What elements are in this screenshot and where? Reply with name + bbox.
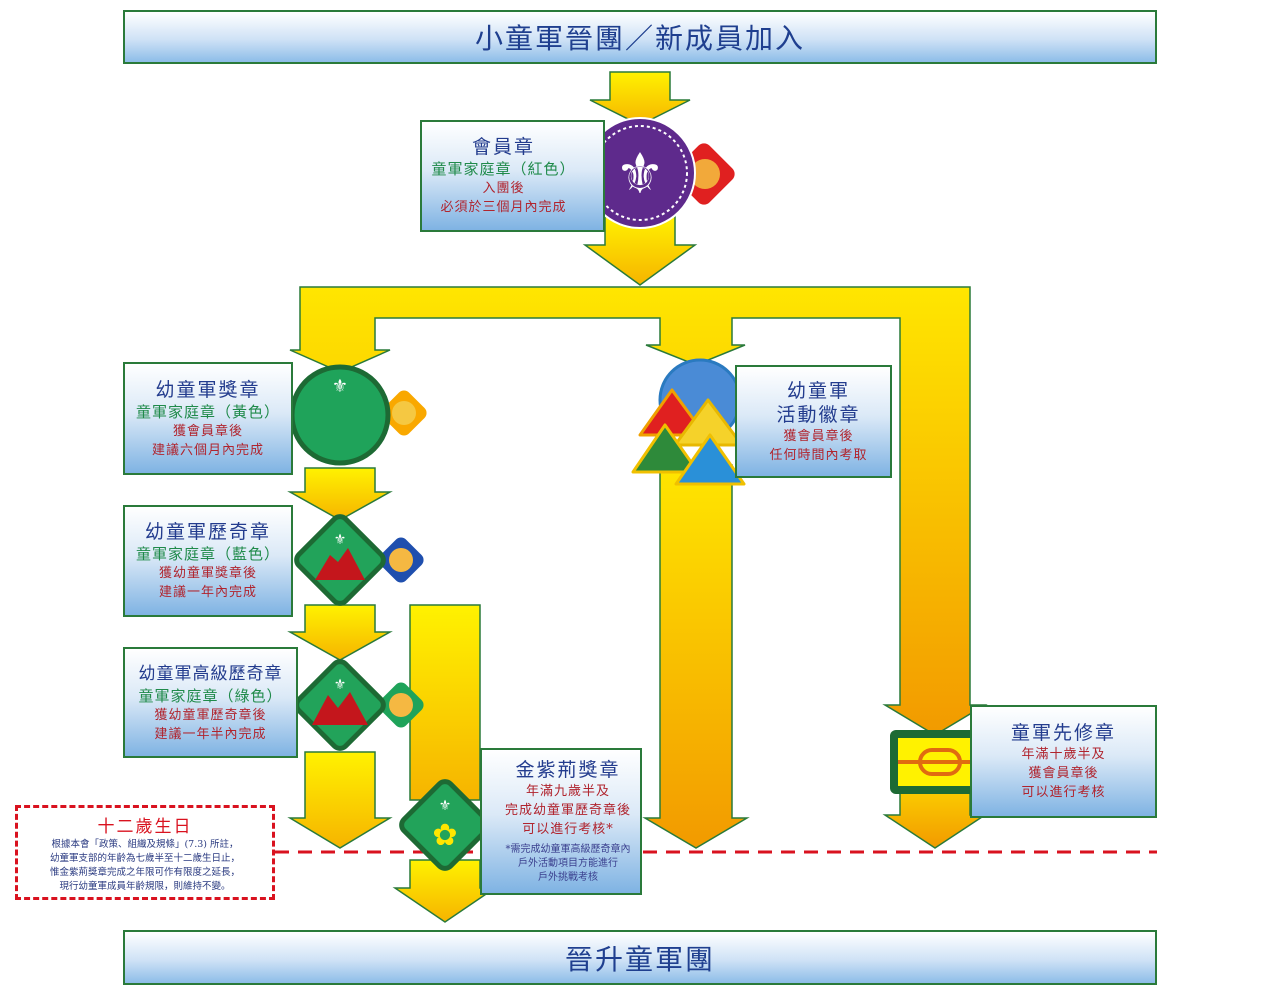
node-title: 幼童軍歷奇章	[144, 521, 271, 543]
arrow-adventure-to-senior	[287, 604, 393, 661]
node-gold-bauhinia: 金紫荊獎章 年滿九歲半及 完成幼童軍歷奇章後 可以進行考核* *需完成幼童軍高級…	[480, 748, 642, 895]
arrow-activity-down	[642, 464, 750, 849]
node-line: 年滿九歲半及	[525, 784, 610, 799]
node-title: 幼童軍高級歷奇章	[138, 663, 283, 684]
node-line: 獲幼童軍獎章後	[158, 566, 257, 581]
family-badge-green-icon	[378, 682, 424, 728]
arrow-join-to-membership	[589, 71, 691, 126]
node-line: 建議一年半內完成	[154, 726, 267, 742]
node-activity-badges: 幼童軍 活動徽章 獲會員章後 任何時間內考取	[735, 365, 892, 478]
node-line: 獲會員章後	[783, 428, 854, 444]
node-family: 童軍家庭章（藍色）	[135, 545, 280, 563]
svg-text:✿: ✿	[432, 818, 457, 853]
node-title: 金紫荊獎章	[515, 759, 621, 781]
node-scout-pre: 童軍先修章 年滿十歲半及 獲會員章後 可以進行考核	[970, 705, 1157, 818]
node-cub-award: 幼童軍獎章 童軍家庭章（黃色） 獲會員章後 建議六個月內完成	[123, 362, 293, 475]
cub-senior-adventure-badge-icon: ⚜	[294, 659, 386, 751]
node-line: 獲幼童軍歷奇章後	[154, 707, 267, 723]
node-line: 入團後	[482, 181, 525, 196]
birthday-note-title: 十二歲生日	[97, 817, 193, 837]
node-title: 幼童軍獎章	[155, 378, 261, 401]
membership-badge-icon: ⚜	[584, 117, 696, 229]
svg-text:⚜: ⚜	[332, 376, 348, 397]
node-title: 活動徽章	[776, 403, 861, 426]
node-membership: 會員章 童軍家庭章（紅色） 入團後 必須於三個月內完成	[420, 120, 605, 232]
header-title: 小童軍晉團／新成員加入	[474, 22, 805, 55]
node-line: 獲會員章後	[172, 423, 243, 439]
node-title: 童軍先修章	[1010, 722, 1116, 744]
node-line: 完成幼童軍歷奇章後	[504, 803, 631, 818]
arrow-award-to-adventure	[287, 467, 393, 521]
birthday-note-line: 根據本會「政策、組織及規條」(7.3) 所註，	[51, 839, 239, 850]
footer-title: 晉升童軍團	[564, 942, 715, 976]
node-note: 戶外活動項目方能進行	[518, 858, 618, 869]
arrow-senior-down	[287, 751, 393, 849]
family-badge-yellow-icon	[381, 390, 427, 436]
node-family: 童軍家庭章（黃色）	[135, 402, 280, 421]
node-family: 童軍家庭章（綠色）	[138, 686, 283, 705]
cub-adventure-badge-icon: ⚜	[294, 514, 386, 606]
activity-badges-icon	[631, 358, 746, 486]
birthday-note-line: 現行幼童軍成員年齡規限，則維持不變。	[59, 881, 231, 892]
footer-banner: 晉升童軍團	[123, 930, 1157, 985]
node-line: 可以進行考核	[1021, 785, 1106, 800]
arrow-membership-down	[582, 214, 698, 286]
node-line: 必須於三個月內完成	[440, 200, 567, 215]
node-line: 可以進行考核*	[522, 822, 614, 837]
birthday-note-line: 幼童軍支部的年齡為七歲半至十二歲生日止，	[49, 853, 240, 864]
family-badge-blue-icon	[378, 537, 424, 583]
node-note: *需完成幼童軍高級歷奇章內	[505, 844, 631, 855]
node-line: 建議六個月內完成	[151, 442, 264, 458]
svg-text:⚜: ⚜	[615, 142, 665, 207]
node-line: 建議一年內完成	[158, 585, 257, 600]
node-title: 會員章	[471, 136, 535, 158]
gold-bauhinia-badge-icon: ⚜ ✿	[399, 779, 491, 871]
node-family: 童軍家庭章（紅色）	[431, 160, 576, 178]
node-title: 幼童軍	[786, 379, 850, 402]
node-cub-senior-adventure: 幼童軍高級歷奇章 童軍家庭章（綠色） 獲幼童軍歷奇章後 建議一年半內完成	[123, 647, 298, 758]
arrow-branch	[289, 286, 988, 736]
svg-text:⚜: ⚜	[334, 677, 347, 693]
node-line: 任何時間內考取	[769, 447, 868, 463]
node-line: 獲會員章後	[1028, 766, 1099, 781]
header-banner: 小童軍晉團／新成員加入	[123, 10, 1157, 64]
svg-text:⚜: ⚜	[334, 532, 347, 548]
node-line: 年滿十歲半及	[1021, 747, 1106, 762]
node-note: 戶外挑戰考核	[538, 872, 598, 883]
svg-text:⚜: ⚜	[439, 798, 452, 814]
birthday-note: 十二歲生日 根據本會「政策、組織及規條」(7.3) 所註， 幼童軍支部的年齡為七…	[15, 805, 275, 900]
node-cub-adventure: 幼童軍歷奇章 童軍家庭章（藍色） 獲幼童軍獎章後 建議一年內完成	[123, 505, 293, 617]
scout-pre-badge-icon	[890, 730, 990, 794]
birthday-note-line: 惟金紫荊獎章完成之年限可作有限度之延長，	[49, 867, 240, 878]
